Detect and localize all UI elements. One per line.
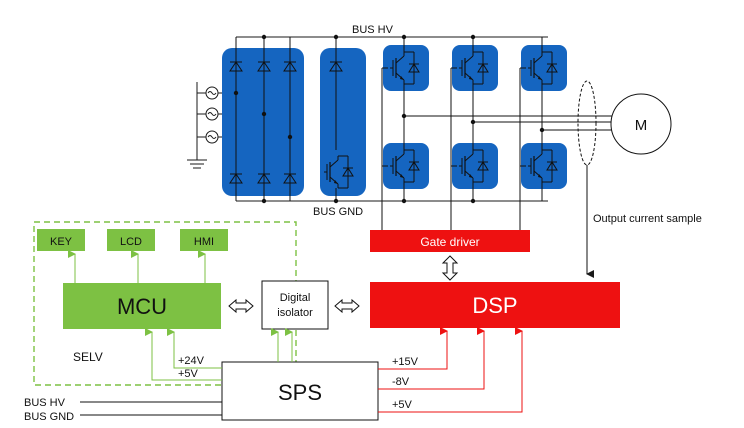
lcd-label: LCD (120, 236, 142, 248)
key-label: KEY (50, 236, 73, 248)
dsp-rail-5v-label: +5V (392, 399, 413, 411)
brake-chopper (320, 34, 366, 204)
mcu-rail-24v-label: +24V (178, 355, 205, 367)
bidirectional-arrow-icon (228, 298, 254, 314)
mcu-label: MCU (117, 294, 167, 319)
motor (610, 93, 672, 155)
rectifier-bridge (222, 34, 304, 204)
output-current-sample-label: Output current sample (593, 213, 702, 225)
bus-gnd-label: BUS GND (313, 206, 363, 218)
dsp-label: DSP (472, 293, 517, 318)
gate-driver-label: Gate driver (420, 235, 479, 249)
motor-output (404, 80, 612, 278)
digital-isolator-label-1: Digital (280, 292, 311, 304)
dsp-block (370, 282, 620, 328)
key-block (37, 229, 85, 251)
dsp-supply-lines (378, 327, 523, 413)
sps-input-bus-gnd-label: BUS GND (24, 411, 74, 423)
bidirectional-arrow-icon (334, 298, 360, 314)
digital-isolator-label-2: isolator (277, 307, 313, 319)
sps-block (221, 361, 379, 421)
digital-isolator-block (261, 280, 329, 330)
selv-label: SELV (73, 350, 103, 364)
ac-source-icon (205, 86, 219, 144)
dsp-rail-neg8v-label: -8V (392, 376, 410, 388)
mcu-rail-5v-label: +5V (178, 368, 199, 380)
motor-label: M (635, 117, 648, 134)
dsp-rail-15v-label: +15V (392, 356, 419, 368)
sps-input-bus-hv-label: BUS HV (24, 397, 66, 409)
hmi-block (180, 229, 228, 251)
bus-hv-label: BUS HV (352, 24, 394, 36)
bidirectional-arrow-icon (441, 255, 459, 281)
inverter-bridge (381, 34, 567, 230)
lcd-block (107, 229, 155, 251)
sps-label: SPS (278, 380, 322, 405)
gate-driver-block (370, 230, 530, 252)
mcu-supply-lines (145, 328, 293, 381)
hmi-label: HMI (194, 236, 214, 248)
mcu-block (63, 283, 221, 329)
